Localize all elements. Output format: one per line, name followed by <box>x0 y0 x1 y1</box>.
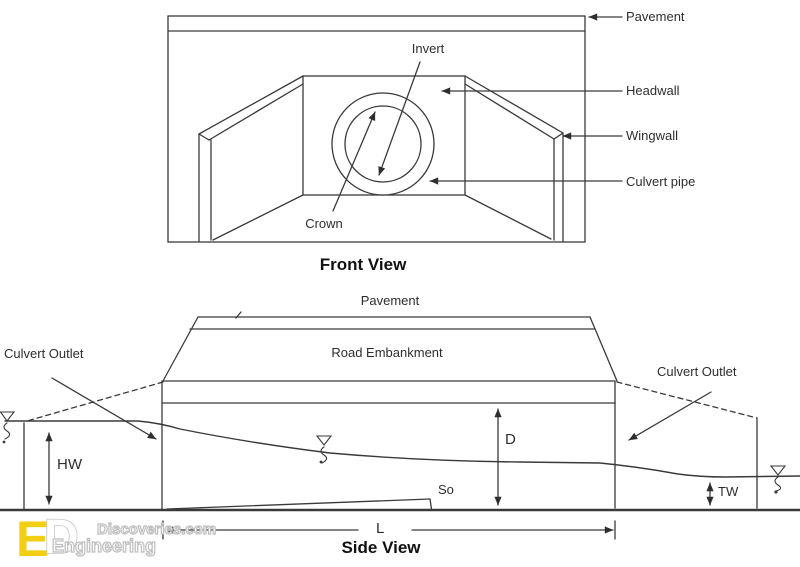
sv-water-symbol-headwater <box>0 411 16 444</box>
sv-pavement-label: Pavement <box>360 293 420 308</box>
fv-culvert-pipe-inner <box>344 105 422 183</box>
sv-l-dimension-label: L <box>376 520 385 537</box>
watermark-logo: E D <box>16 510 79 567</box>
sv-slope-indicator <box>166 498 433 510</box>
side-view-title: Side View <box>341 538 421 557</box>
fv-headwall-label: Headwall <box>626 83 680 98</box>
watermark-brand-line1: Discoveries.com <box>96 521 217 538</box>
side-view-drawing <box>0 311 800 540</box>
sv-d-dimension-label: D <box>505 431 516 448</box>
watermark-letter-d: D <box>44 511 79 564</box>
fv-pavement-label: Pavement <box>626 9 685 24</box>
sv-culvert-barrel <box>23 380 758 511</box>
fv-outer-slab <box>167 15 586 243</box>
sv-culvert-outlet-left-label: Culvert Outlet <box>4 346 84 361</box>
fv-invert-label: Invert <box>411 41 445 56</box>
fv-culvert-pipe-label: Culvert pipe <box>626 174 696 189</box>
sv-hw-dimension-label: HW <box>57 456 82 473</box>
fv-crown-label: Crown <box>305 216 343 231</box>
fv-wingwall-label: Wingwall <box>626 128 679 143</box>
fv-invert-arrow <box>378 61 421 176</box>
sv-water-symbol-barrel <box>315 435 333 464</box>
sv-water-surface <box>4 420 800 478</box>
watermark-letter-e: E <box>16 511 49 567</box>
sv-culvert-outlet-right-label: Culvert Outlet <box>657 364 737 379</box>
front-view-drawing <box>167 13 623 243</box>
sv-outlet-left-arrow <box>51 377 157 440</box>
sv-road-embankment-label: Road Embankment <box>331 345 443 360</box>
sv-water-symbol-tailwater <box>769 465 787 494</box>
front-view-title: Front View <box>319 255 407 274</box>
sv-dimension-l <box>162 520 616 540</box>
sv-outlet-right-arrow <box>628 391 712 441</box>
fv-right-wingwall <box>464 75 564 242</box>
fv-crown-arrow <box>332 111 376 212</box>
watermark-brand-line2: Engineering <box>51 536 157 556</box>
fv-left-wingwall <box>198 75 304 242</box>
sv-tw-dimension-label: TW <box>718 484 739 499</box>
sv-embankment <box>26 311 758 422</box>
sv-so-slope-label: So <box>438 482 454 497</box>
